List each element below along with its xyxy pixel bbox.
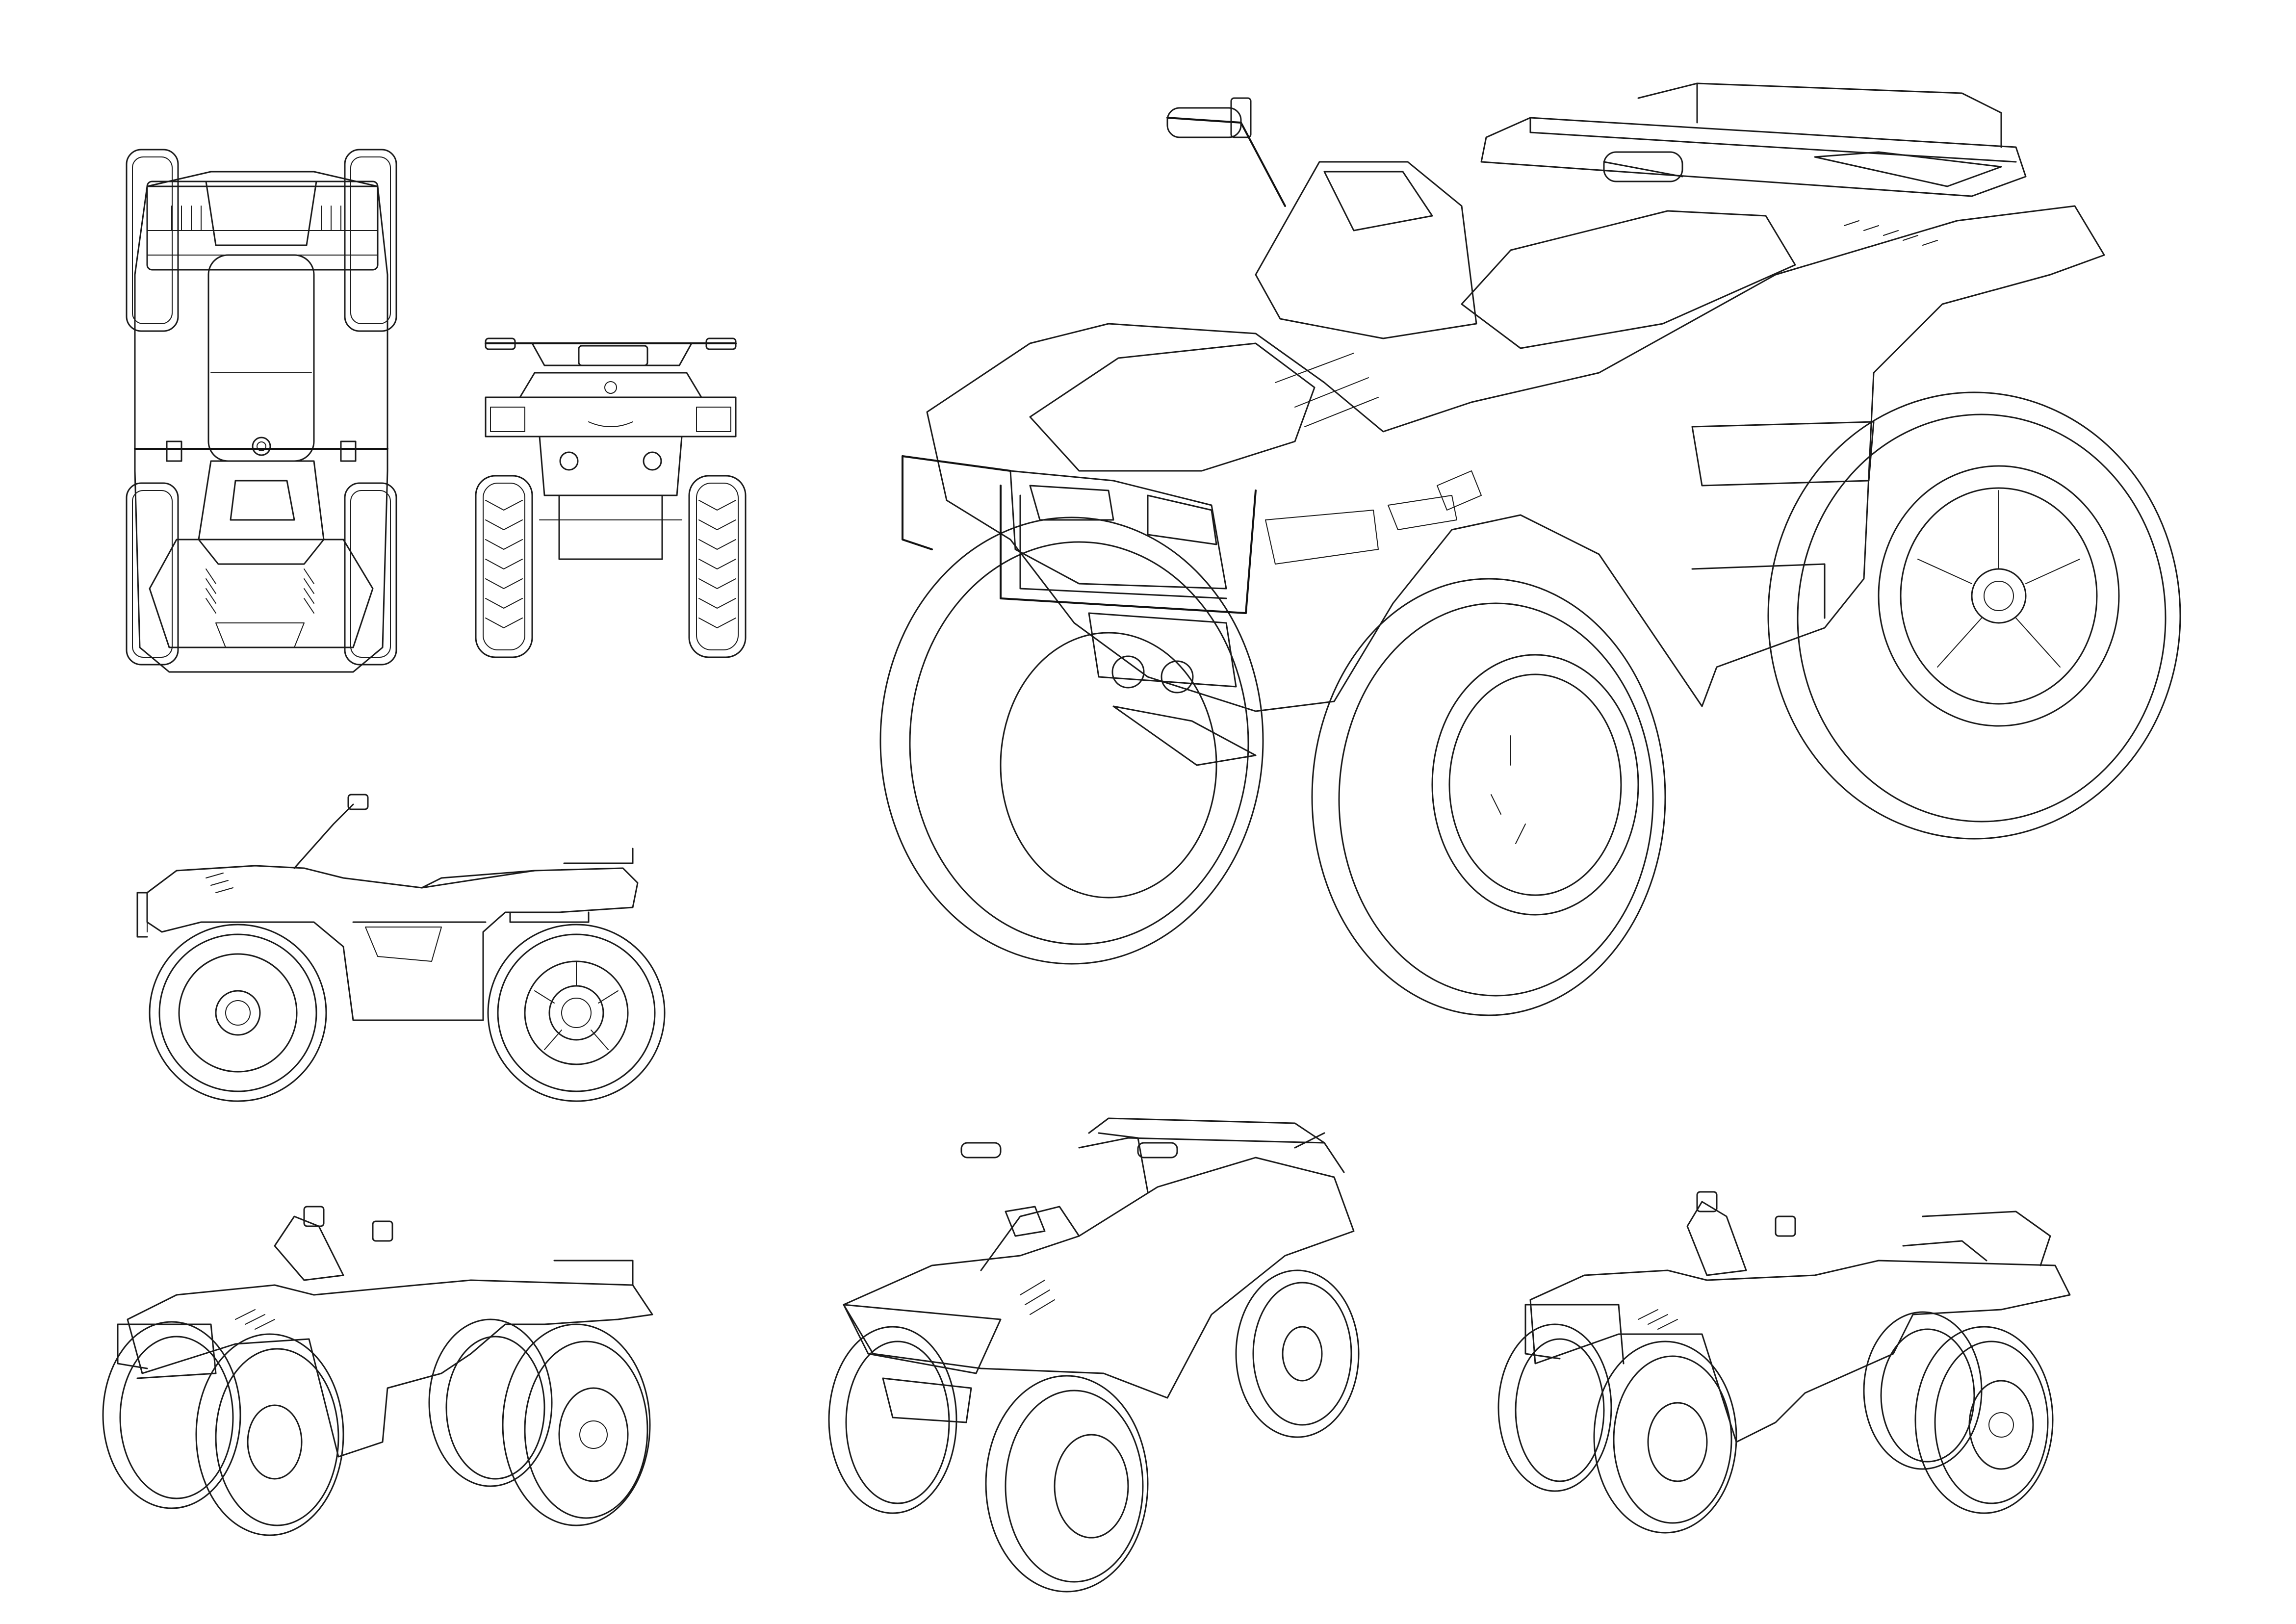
main-rear-rack bbox=[1480, 82, 2027, 246]
bottom-middle-perspective-view bbox=[828, 1117, 1360, 1593]
side-view-rear-wheel bbox=[487, 924, 666, 1102]
main-rear-wheel bbox=[1767, 391, 2181, 840]
top-view-rear-right-tire bbox=[344, 482, 397, 666]
top-view-body bbox=[134, 171, 388, 673]
top-view bbox=[126, 149, 397, 673]
main-front-left-wheel bbox=[879, 516, 1264, 965]
main-perspective-view bbox=[879, 82, 2181, 1016]
bottom-left-perspective-view bbox=[102, 1206, 653, 1536]
top-view-front-right-tire bbox=[344, 149, 397, 332]
top-view-front-left-tire bbox=[126, 149, 179, 332]
main-front-right-wheel bbox=[1311, 578, 1666, 1016]
front-view-right-tire bbox=[688, 475, 747, 658]
top-view-rear-left-tire bbox=[126, 482, 179, 666]
bottom-right-perspective-view bbox=[1497, 1191, 2071, 1534]
side-view bbox=[136, 794, 666, 1102]
front-view bbox=[475, 337, 747, 658]
front-view-left-tire bbox=[475, 475, 533, 658]
side-view-front-wheel bbox=[149, 924, 327, 1102]
